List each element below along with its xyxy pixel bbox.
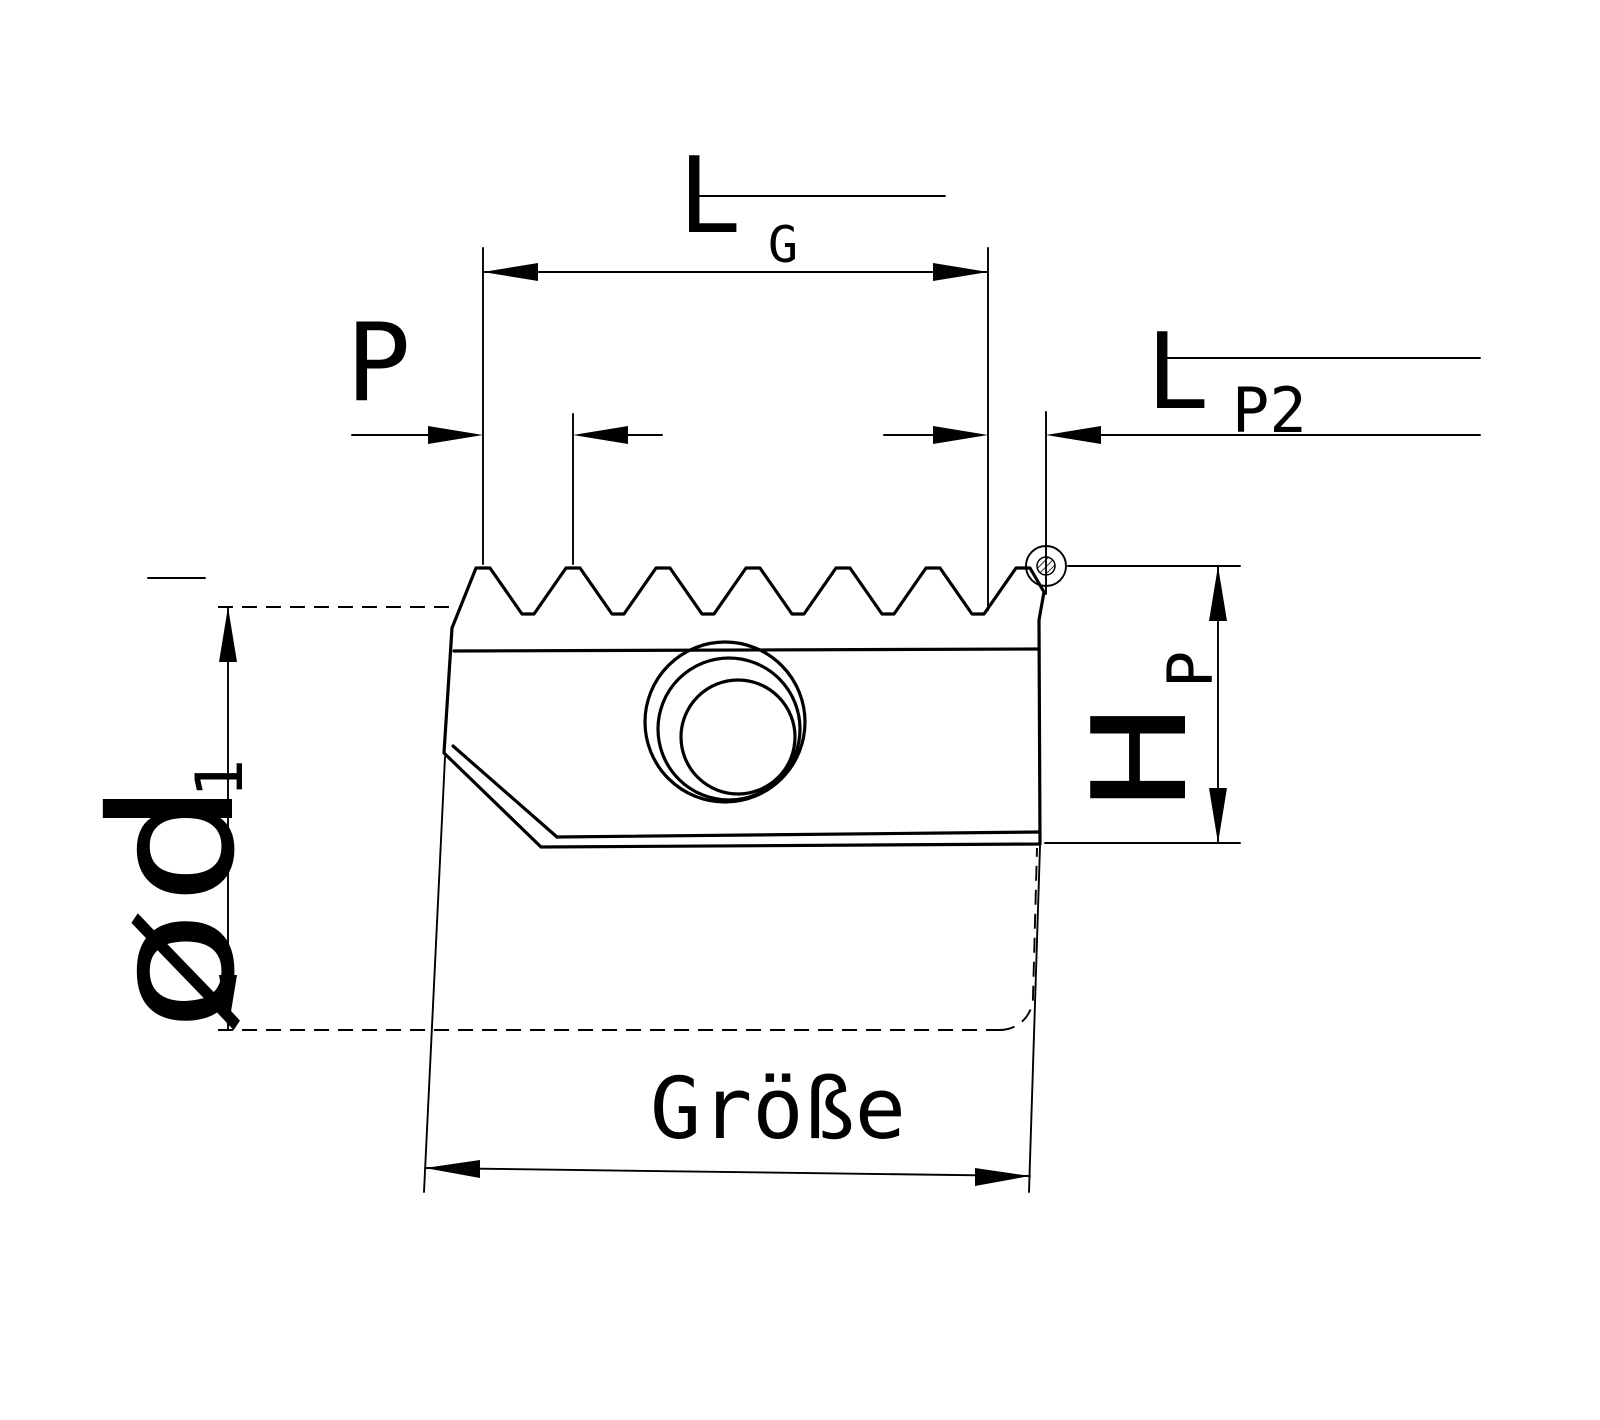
dim-lg-label: L [678,135,741,257]
thread-profile-path [450,566,1046,630]
dim-d1-arrow-top [219,607,237,662]
dim-d1-sublabel: 1 [183,759,258,798]
dim-lp2-arrow-left [933,426,988,444]
hole-countersink-circle [656,656,802,802]
dim-p-arrow-right [573,426,628,444]
hidden-corner-arc [999,847,1038,1031]
dim-hp-arrow-bottom [1209,788,1227,843]
dim-lg-sublabel: G [768,216,798,274]
bottom-inner-line [555,830,1042,839]
dim-lg: L G [482,135,989,611]
dim-hp-label: H [1065,704,1216,810]
dim-p: P [346,301,663,565]
dim-groesse: Größe [423,756,1041,1193]
dim-hp-arrow-top [1209,566,1227,621]
dim-lp2: L P2 [883,311,1481,595]
dim-lp2-sublabel: P2 [1232,374,1307,447]
dim-p-arrow-left [428,426,483,444]
chamfer-inner-line [451,744,559,839]
dim-p-label: P [346,301,411,426]
dim-groesse-arrow-left [425,1160,480,1178]
hole-outer-circle [643,640,807,804]
dim-hp: H P [1044,565,1241,844]
dim-d1-label: ød [75,779,273,1035]
dim-groesse-ext-right [1028,845,1041,1193]
dim-lp2-label: L [1146,311,1209,433]
top-edge-line [452,647,1041,653]
dim-groesse-arrow-right [975,1168,1030,1186]
insert-body [442,566,1046,849]
dim-hp-sublabel: P [1154,651,1227,688]
dim-groesse-label: Größe [650,1060,906,1159]
mounting-hole [643,640,807,804]
hole-inner-circle [679,678,797,796]
hidden-outline [218,606,1038,1031]
reference-point-marker-inner [1036,556,1056,576]
dim-groesse-ext-left [423,756,446,1193]
dim-lg-arrow-left [483,263,538,281]
dim-lg-arrow-right [933,263,988,281]
reference-point-marker-outer [1025,545,1067,587]
dim-lp2-arrow-right [1046,426,1101,444]
dim-d1: ød 1 [75,577,273,1035]
dim-d1-arrow-bottom [219,975,237,1030]
body-outline-path [442,618,1042,849]
dim-groesse-line [424,1167,1031,1177]
